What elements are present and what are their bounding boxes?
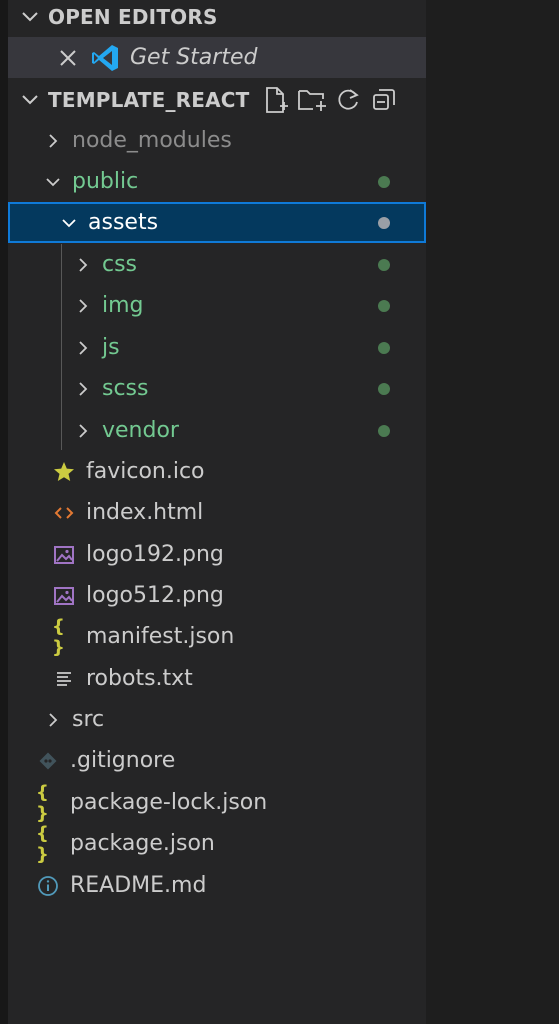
- project-title: TEMPLATE_REACT: [48, 87, 250, 112]
- tree-item-assets[interactable]: assets: [8, 202, 426, 243]
- chevron-right-icon: [79, 381, 88, 396]
- tree-item-label: package-lock.json: [70, 790, 268, 815]
- project-header[interactable]: TEMPLATE_REACT: [8, 79, 426, 120]
- tree-item-label: css: [102, 252, 138, 277]
- tree-item-readme[interactable]: README.md: [8, 865, 426, 906]
- chevron-right-icon: [79, 298, 88, 313]
- tree-item-label: favicon.ico: [86, 459, 205, 484]
- open-editor-label: Get Started: [130, 45, 258, 70]
- chevron-down-icon: [46, 177, 60, 186]
- tree-item-index-html[interactable]: index.html: [8, 492, 426, 533]
- tree-item-robots[interactable]: robots.txt: [8, 658, 426, 699]
- tree-item-img[interactable]: img: [8, 285, 426, 326]
- json-icon: { }: [52, 615, 65, 658]
- image-icon: [52, 543, 76, 567]
- image-icon: [52, 584, 76, 608]
- editor-area: [426, 0, 559, 1024]
- tree-item-scss[interactable]: scss: [8, 368, 426, 409]
- new-folder-icon[interactable]: [294, 84, 330, 116]
- git-status-dot: [378, 299, 390, 312]
- indent-guide: [61, 244, 62, 450]
- tree-item-label: logo192.png: [86, 542, 224, 567]
- chevron-right-icon: [79, 423, 88, 438]
- tree-item-label: src: [72, 707, 105, 732]
- star-icon: [52, 460, 76, 484]
- chevron-right-icon: [79, 340, 88, 355]
- tree-item-logo512[interactable]: logo512.png: [8, 575, 426, 616]
- git-status-dot: [378, 382, 390, 395]
- html-icon: [52, 501, 76, 525]
- collapse-all-icon[interactable]: [366, 84, 402, 116]
- close-icon[interactable]: [58, 48, 78, 68]
- tree-item-package-json[interactable]: { } package.json: [8, 822, 426, 865]
- tree-item-label: vendor: [102, 418, 179, 443]
- tree-item-label: node_modules: [72, 128, 232, 153]
- git-status-dot: [378, 424, 390, 437]
- open-editors-header[interactable]: OPEN EDITORS: [8, 0, 426, 37]
- tree-item-label: assets: [88, 210, 159, 235]
- tree-item-label: README.md: [70, 873, 207, 898]
- json-icon: { }: [36, 781, 49, 824]
- open-editors-title: OPEN EDITORS: [48, 4, 218, 29]
- chevron-down-icon: [22, 11, 38, 21]
- tree-item-vendor[interactable]: vendor: [8, 410, 426, 451]
- tree-item-favicon[interactable]: favicon.ico: [8, 451, 426, 492]
- git-status-dot: [378, 258, 390, 271]
- tree-item-manifest[interactable]: { } manifest.json: [8, 615, 426, 658]
- tree-item-label: package.json: [70, 831, 215, 856]
- vscode-logo-icon: [92, 44, 118, 71]
- tree-item-label: .gitignore: [70, 748, 176, 773]
- tree-item-src[interactable]: src: [8, 699, 426, 740]
- tree-item-gitignore[interactable]: .gitignore: [8, 740, 426, 781]
- tree-item-package-lock[interactable]: { } package-lock.json: [8, 781, 426, 824]
- tree-item-label: public: [72, 169, 139, 194]
- git-status-dot: [378, 341, 390, 354]
- chevron-right-icon: [49, 712, 58, 727]
- tree-item-label: logo512.png: [86, 583, 224, 608]
- tree-item-label: scss: [102, 376, 149, 401]
- text-icon: [52, 667, 76, 691]
- tree-item-label: index.html: [86, 500, 204, 525]
- chevron-down-icon: [22, 94, 38, 104]
- chevron-down-icon: [62, 218, 76, 227]
- json-icon: { }: [36, 822, 49, 865]
- refresh-icon[interactable]: [330, 84, 366, 116]
- tree-item-label: img: [102, 293, 144, 318]
- explorer-actions: [258, 84, 402, 116]
- git-icon: [36, 749, 60, 773]
- git-status-dot: [378, 175, 390, 188]
- tree-item-node_modules[interactable]: node_modules: [8, 120, 426, 161]
- tree-item-js[interactable]: js: [8, 327, 426, 368]
- chevron-right-icon: [79, 257, 88, 272]
- tree-item-label: robots.txt: [86, 666, 193, 691]
- tree-item-label: manifest.json: [86, 624, 235, 649]
- new-file-icon[interactable]: [258, 84, 294, 116]
- open-editor-item[interactable]: Get Started: [8, 37, 426, 78]
- chevron-right-icon: [49, 133, 58, 148]
- tree-item-label: js: [102, 335, 120, 360]
- info-icon: [36, 874, 60, 898]
- tree-item-logo192[interactable]: logo192.png: [8, 534, 426, 575]
- tree-item-css[interactable]: css: [8, 244, 426, 285]
- git-status-dot: [378, 216, 390, 229]
- tree-item-public[interactable]: public: [8, 161, 426, 202]
